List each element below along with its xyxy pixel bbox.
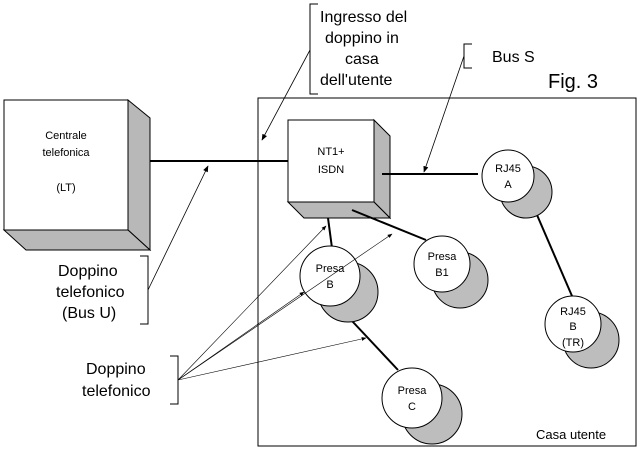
wire-rj45a-rj45b bbox=[533, 207, 573, 297]
presa-b1-label-2: B1 bbox=[435, 267, 448, 279]
socket-presa-b: Presa B bbox=[299, 245, 379, 323]
bus-u-arrow bbox=[147, 165, 209, 291]
nt1-label-2: ISDN bbox=[318, 164, 344, 176]
callout-bus-u: Doppino telefonico (Bus U) bbox=[56, 165, 209, 325]
exchange-label-3: (LT) bbox=[56, 182, 75, 194]
presa-c-label-1: Presa bbox=[398, 385, 428, 397]
rj45-b-label-1: RJ45 bbox=[560, 306, 586, 318]
doppino-label-1: Doppino bbox=[86, 361, 146, 378]
callout-ingresso: Ingresso del doppino in casa dell'utente bbox=[261, 3, 407, 141]
exchange-box: Centrale telefonica (LT) bbox=[2, 98, 152, 252]
socket-rj45-a: RJ45 A bbox=[481, 149, 553, 219]
figure-label: Fig. 3 bbox=[548, 71, 598, 93]
presa-b1-label-1: Presa bbox=[428, 251, 458, 263]
house-label: Casa utente bbox=[536, 427, 606, 442]
wire-nt1-presa-b bbox=[327, 217, 333, 249]
nt1-label-1: NT1+ bbox=[317, 146, 344, 158]
house-boundary bbox=[257, 97, 637, 447]
ingresso-label-1: Ingresso del bbox=[320, 9, 407, 26]
callout-bus-s: Bus S bbox=[423, 43, 535, 173]
ingresso-label-2: doppino in bbox=[325, 30, 399, 47]
exchange-label-1: Centrale bbox=[45, 130, 87, 142]
ingresso-arrow bbox=[261, 49, 311, 141]
doppino-arrow-nt1 bbox=[177, 225, 327, 381]
socket-presa-c: Presa C bbox=[381, 367, 463, 445]
exchange-label-2: telefonica bbox=[42, 147, 90, 159]
callout-doppino: Doppino telefonico bbox=[82, 225, 393, 405]
socket-rj45-b: RJ45 B (TR) bbox=[544, 295, 620, 369]
rj45-a-label-2: A bbox=[504, 179, 512, 191]
wire-nt1-presa-b1 bbox=[351, 209, 427, 241]
bus-u-label-2: telefonico bbox=[56, 284, 125, 301]
ingresso-label-3: casa bbox=[345, 51, 379, 68]
bus-u-label-1: Doppino bbox=[58, 263, 118, 280]
rj45-b-label-2: B bbox=[569, 321, 576, 333]
presa-b-label-1: Presa bbox=[316, 263, 346, 275]
presa-b-label-2: B bbox=[326, 279, 333, 291]
bus-s-label: Bus S bbox=[492, 49, 535, 66]
presa-c-label-2: C bbox=[408, 401, 416, 413]
rj45-a-label-1: RJ45 bbox=[495, 163, 521, 175]
ingresso-label-4: dell'utente bbox=[320, 72, 393, 89]
bus-s-arrow bbox=[423, 55, 465, 173]
doppino-arrow-presa-b1 bbox=[177, 233, 393, 381]
bus-u-label-3: (Bus U) bbox=[62, 305, 116, 322]
doppino-label-2: telefonico bbox=[82, 383, 151, 400]
socket-presa-b1: Presa B1 bbox=[413, 235, 489, 309]
doppino-arrow-presa-c bbox=[177, 337, 367, 381]
nt1-box: NT1+ ISDN bbox=[286, 118, 392, 220]
rj45-b-label-3: (TR) bbox=[562, 337, 584, 349]
